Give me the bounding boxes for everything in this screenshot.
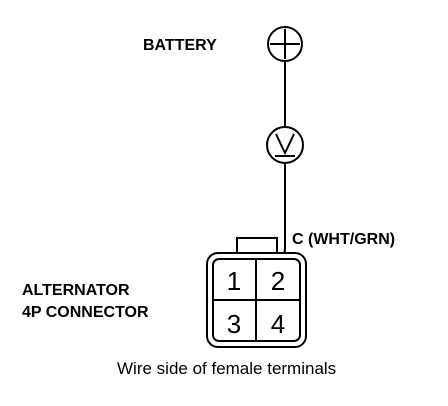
voltmeter-icon [266,126,304,164]
battery-positive-terminal-icon [267,26,303,62]
connector-label-line1: ALTERNATOR [22,282,130,299]
connector-label-line2: 4P CONNECTOR [22,304,149,321]
pin-2: 2 [271,266,285,296]
battery-label: BATTERY [143,37,217,54]
pin-4: 4 [271,309,285,339]
alternator-4p-connector [206,237,307,348]
pin-1: 1 [227,266,241,296]
pin-3: 3 [227,309,241,339]
connector-caption: Wire side of female terminals [117,359,336,378]
signal-wire [277,163,286,259]
wire-label: C (WHT/GRN) [292,231,395,248]
